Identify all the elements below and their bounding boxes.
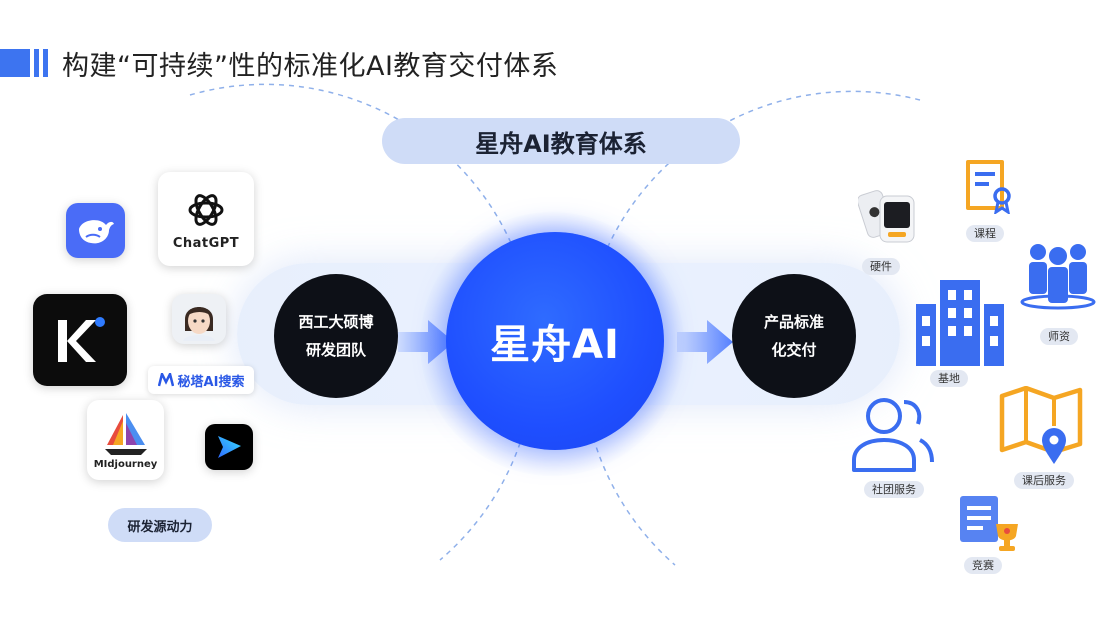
service-label-course: 课程: [966, 225, 1004, 242]
hardware-device-icon: [858, 190, 915, 243]
openai-icon: [188, 193, 224, 226]
club-people-icon: [852, 398, 934, 472]
paper-plane-icon: [218, 436, 241, 458]
delivery-line2: 化交付: [771, 341, 817, 359]
teachers-group-icon: [1020, 244, 1096, 310]
midjourney-logo-tile: MIdjourney: [87, 400, 164, 480]
slide-title: 构建“可持续”性的标准化AI教育交付体系: [62, 51, 559, 82]
arrow-right-icon: [677, 320, 733, 364]
rd-team-line2: 研发团队: [305, 341, 366, 359]
whale-icon: [78, 219, 114, 243]
delivery-line1: 产品标准: [763, 313, 824, 331]
title-accent-bars: [0, 49, 48, 77]
metaso-logo-tile: 秘塔AI搜索: [148, 366, 254, 394]
system-title-pill: 星舟AI教育体系: [382, 118, 740, 164]
service-label-teachers: 师资: [1040, 328, 1078, 345]
avatar-icon: [183, 307, 215, 341]
delivery-circle: 产品标准 化交付: [732, 274, 856, 398]
service-label-base: 基地: [930, 370, 968, 387]
deepseek-logo-tile: [66, 203, 125, 258]
sailboat-icon: [104, 412, 147, 455]
rd-source-pill: 研发源动力: [108, 508, 212, 542]
metaso-label: 秘塔AI搜索: [177, 374, 245, 390]
rd-team-line1: 西工大硕博: [298, 313, 374, 331]
rd-team-circle: 西工大硕博 研发团队: [274, 274, 398, 398]
metaso-icon: [157, 373, 174, 387]
base-building-icon: [916, 280, 1004, 366]
service-label-hardware: 硬件: [862, 258, 900, 275]
core-circle: 星舟AI: [446, 232, 664, 450]
midjourney-label: MIdjourney: [93, 458, 158, 470]
paper-plane-logo-tile: [205, 424, 253, 470]
after-school-map-icon: [999, 386, 1083, 464]
competition-trophy-icon: [960, 496, 1018, 551]
service-label-competition: 竞赛: [964, 557, 1002, 574]
course-certificate-icon: [966, 160, 1011, 214]
kimi-k-icon: [58, 317, 105, 362]
chatgpt-logo-tile: ChatGPT: [158, 172, 254, 266]
service-label-club: 社团服务: [864, 481, 924, 498]
avatar-logo-tile: [172, 294, 226, 344]
chatgpt-label: ChatGPT: [172, 235, 240, 251]
kimi-logo-tile: [33, 294, 127, 386]
service-label-after-school: 课后服务: [1014, 472, 1074, 489]
arrow-right-icon: [398, 320, 454, 364]
